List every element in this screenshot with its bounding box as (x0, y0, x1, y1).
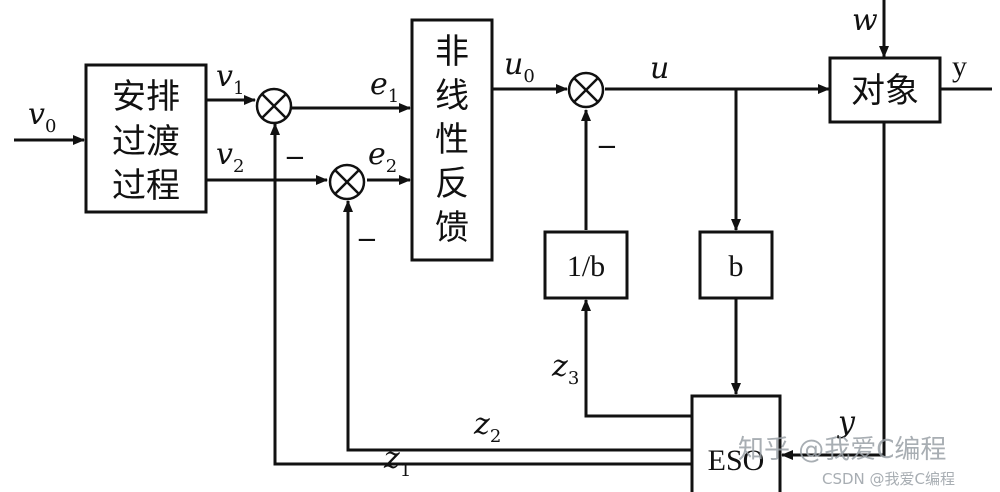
nonlinear-feedback-block: 非 线 性 反 馈 (410, 18, 494, 262)
y-feedback-wire (781, 122, 886, 460)
watermark-line-1: 知乎 @我爱C编程 (738, 435, 946, 465)
v2-label: v2 (216, 137, 244, 177)
sum2-minus-sign: − (356, 225, 378, 255)
signal-wires (14, 0, 992, 466)
y-feedback-label: y (836, 405, 856, 440)
nlf-char-1: 非 (435, 32, 469, 72)
v0-label: v0 (28, 97, 56, 137)
u-label: u (650, 51, 669, 86)
arrange-line-2: 过渡 (112, 122, 180, 162)
plant-label: 对象 (851, 71, 919, 111)
z1-label: z1 (383, 441, 411, 481)
summing-junction-3 (567, 71, 605, 109)
nlf-char-2: 线 (435, 76, 469, 116)
b-gain-block: b (698, 230, 774, 300)
arrange-transient-block: 安排 过渡 过程 (84, 63, 208, 214)
watermark: 知乎 @我爱C编程 CSDN @我爱C编程 (738, 435, 955, 488)
b-gain-label: b (729, 250, 744, 283)
sum3-minus-sign: − (596, 132, 618, 162)
nlf-char-3: 性 (435, 120, 469, 160)
u0-label: u0 (504, 47, 535, 87)
v1-label: v1 (216, 59, 244, 99)
arrange-line-1: 安排 (112, 77, 180, 117)
e2-label: e2 (368, 137, 397, 177)
y-label: y (952, 50, 967, 83)
e1-label: e1 (370, 67, 399, 107)
z3-wire (581, 299, 692, 418)
w-label: w (852, 3, 878, 38)
eso-block: ESO (690, 394, 782, 492)
inverse-b-block: 1/b (543, 230, 629, 300)
arrange-line-3: 过程 (112, 166, 180, 206)
watermark-line-2: CSDN @我爱C编程 (822, 470, 955, 488)
z2-wire (343, 200, 692, 452)
z1-wire (270, 123, 692, 466)
summing-junction-2 (328, 163, 366, 201)
summing-junction-1 (255, 87, 293, 125)
plant-block: 对象 (828, 56, 942, 124)
eso-label: ESO (708, 444, 765, 477)
z2-label: z2 (473, 407, 501, 447)
z3-label: z3 (551, 349, 579, 389)
nlf-char-4: 反 (435, 164, 469, 204)
inverse-b-label: 1/b (567, 250, 605, 283)
nlf-char-5: 馈 (435, 208, 469, 248)
sum1-minus-sign: − (284, 143, 306, 173)
